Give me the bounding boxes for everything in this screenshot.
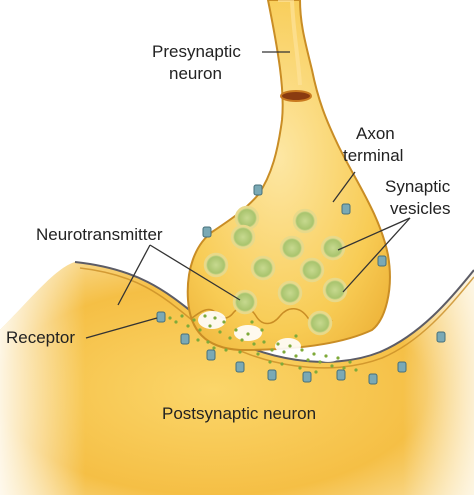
receptor-marker-icon bbox=[180, 333, 190, 345]
neurotransmitter-leader-1 bbox=[117, 244, 151, 306]
synaptic-vesicles-label-line2: vesicles bbox=[390, 199, 450, 218]
synaptic-vesicles bbox=[203, 205, 348, 336]
receptor-label: Receptor bbox=[6, 328, 75, 347]
receptor-leader bbox=[85, 317, 158, 339]
labels: Presynaptic neuron Axon terminal Synapti… bbox=[6, 42, 451, 423]
receptor-marker-icon bbox=[397, 361, 407, 373]
receptor-marker-icon bbox=[341, 203, 351, 215]
axon-terminal-leader bbox=[332, 171, 356, 203]
presynaptic-label-line2: neuron bbox=[169, 64, 222, 83]
receptor-marker-icon bbox=[267, 369, 277, 381]
postsynaptic-label: Postsynaptic neuron bbox=[162, 404, 316, 423]
vesicle-circle-icon bbox=[307, 310, 333, 336]
axon-terminal-label-line2: terminal bbox=[343, 146, 403, 165]
receptor-marker-icon bbox=[235, 361, 245, 373]
receptor-marker-icon bbox=[436, 331, 446, 343]
vesicle-circle-icon bbox=[203, 252, 229, 278]
presynaptic-neuron bbox=[186, 0, 391, 352]
vesicle-circle-icon bbox=[299, 257, 325, 283]
axon-terminal-label-line1: Axon bbox=[356, 124, 395, 143]
presynaptic-label-line1: Presynaptic bbox=[152, 42, 241, 61]
vesicle-circle-icon bbox=[232, 289, 258, 315]
receptor-marker-icon bbox=[253, 184, 263, 196]
postsynaptic-neuron bbox=[0, 261, 474, 495]
receptors bbox=[156, 184, 446, 385]
neurotransmitter-dots bbox=[168, 314, 358, 374]
receptor-marker-icon bbox=[336, 369, 346, 381]
receptor-marker-icon bbox=[206, 349, 216, 361]
receptor-marker-icon bbox=[302, 371, 312, 383]
synaptic-vesicles-label-line1: Synaptic bbox=[385, 177, 451, 196]
vesicle-circle-icon bbox=[322, 277, 348, 303]
synaptic-vesicles-leader-1 bbox=[337, 217, 411, 251]
receptor-marker-icon bbox=[377, 255, 387, 267]
receptor-marker-icon bbox=[156, 311, 166, 323]
vesicle-circle-icon bbox=[292, 208, 318, 234]
vesicle-circle-icon bbox=[277, 280, 303, 306]
vesicle-circle-icon bbox=[320, 235, 346, 261]
vesicle-circle-icon bbox=[279, 235, 305, 261]
synaptic-vesicles-leader-2 bbox=[342, 217, 411, 293]
axon-opening bbox=[280, 90, 312, 102]
neurotransmitter-leader-2 bbox=[149, 244, 241, 301]
receptor-marker-icon bbox=[368, 373, 378, 385]
neurotransmitter-label: Neurotransmitter bbox=[36, 225, 163, 244]
leader-lines bbox=[85, 51, 411, 339]
receptor-marker-icon bbox=[202, 226, 212, 238]
vesicle-circle-icon bbox=[250, 255, 276, 281]
vesicle-circle-icon bbox=[230, 224, 256, 250]
